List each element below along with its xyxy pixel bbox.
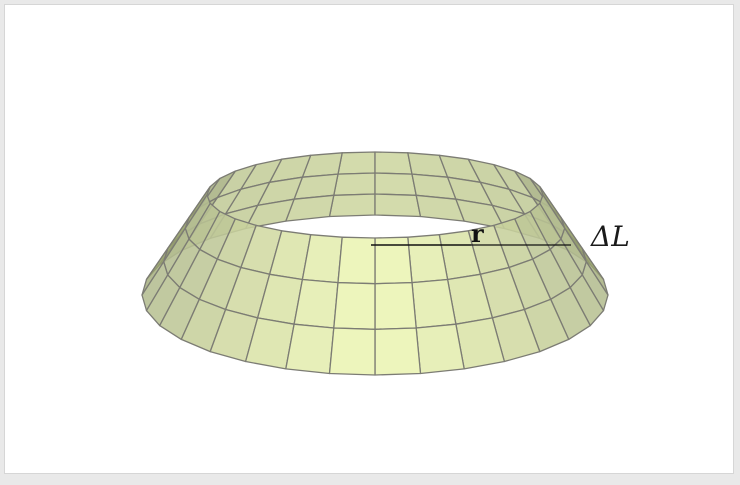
band-mesh: [141, 151, 609, 376]
mesh-front-face-8-1: [333, 281, 376, 330]
mesh-back-face-23-2: [328, 193, 376, 218]
mesh-front-face-8-0: [337, 236, 376, 285]
mesh-front-face-8-2: [328, 327, 376, 376]
figure-frame: r ΔL: [4, 4, 734, 474]
radius-label: r: [471, 219, 484, 248]
annotations: r ΔL: [371, 219, 630, 253]
mesh-front-face-9-1: [293, 278, 339, 329]
mesh-back-face-23-1: [333, 172, 376, 196]
mesh-front-face-6-1: [411, 278, 457, 329]
mesh-front-face-7-0: [374, 236, 413, 285]
mesh-back-face-23-0: [337, 151, 376, 175]
mesh-front-face-7-1: [374, 281, 417, 330]
frustum-band-diagram: r ΔL: [141, 151, 630, 376]
mesh-front-face-9-2: [285, 323, 335, 375]
mesh-back-face-24-2: [374, 193, 422, 218]
mesh-back-face-24-0: [374, 151, 413, 175]
mesh-front-face-6-2: [415, 323, 465, 375]
length-label: ΔL: [590, 220, 630, 253]
mesh-front-face-7-2: [374, 327, 422, 376]
mesh-back-face-24-1: [374, 172, 417, 196]
